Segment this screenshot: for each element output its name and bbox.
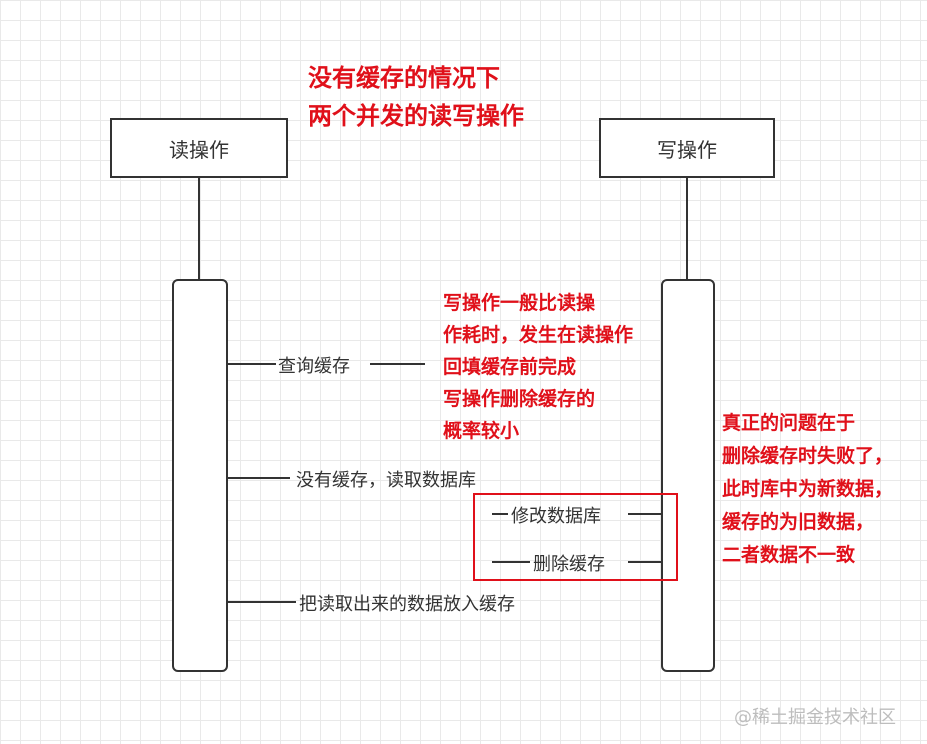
note-write-timing-line: 回填缓存前完成 [443,356,577,378]
note-write-timing-line: 写操作一般比读操 [443,292,596,314]
actor-read: 读操作 [110,118,288,178]
activation-read [172,279,228,672]
note-write-timing-line: 概率较小 [443,420,520,442]
note-real-problem-line: 缓存的为旧数据， [722,511,875,533]
lifeline-write [686,178,688,280]
note-write-timing-line: 写操作删除缓存的 [443,388,596,410]
message-read-db: 没有缓存，读取数据库 [296,470,476,491]
message-line-put-cache [228,601,296,603]
diagram-title-line1: 没有缓存的情况下 [308,64,500,92]
watermark: @稀土掘金技术社区 [734,707,896,728]
message-line-delete-cache-right [628,561,661,563]
note-write-timing-line: 作耗时，发生在读操作 [443,324,634,346]
note-real-problem-line: 删除缓存时失败了， [722,445,894,467]
actor-write-label: 写操作 [657,137,717,162]
actor-read-label: 读操作 [169,137,229,162]
activation-write [661,279,715,672]
message-query-cache: 查询缓存 [278,356,350,377]
note-real-problem-line: 真正的问题在于 [722,412,856,434]
message-modify-db: 修改数据库 [511,506,601,527]
message-line-delete-cache-left [492,561,530,563]
message-line-modify-db-right [628,513,661,515]
message-line-query-cache-left [228,363,276,365]
message-line-query-cache-right [370,363,425,365]
lifeline-read [198,178,200,280]
message-put-cache: 把读取出来的数据放入缓存 [299,594,515,615]
note-real-problem-line: 此时库中为新数据， [722,478,894,500]
note-real-problem-line: 二者数据不一致 [722,544,856,566]
message-line-modify-db-left [492,513,508,515]
diagram-title-line2: 两个并发的读写操作 [308,102,524,130]
message-delete-cache: 删除缓存 [533,554,605,575]
message-line-read-db [228,477,290,479]
highlight-box-write-ops [473,493,678,581]
actor-write: 写操作 [599,118,775,178]
